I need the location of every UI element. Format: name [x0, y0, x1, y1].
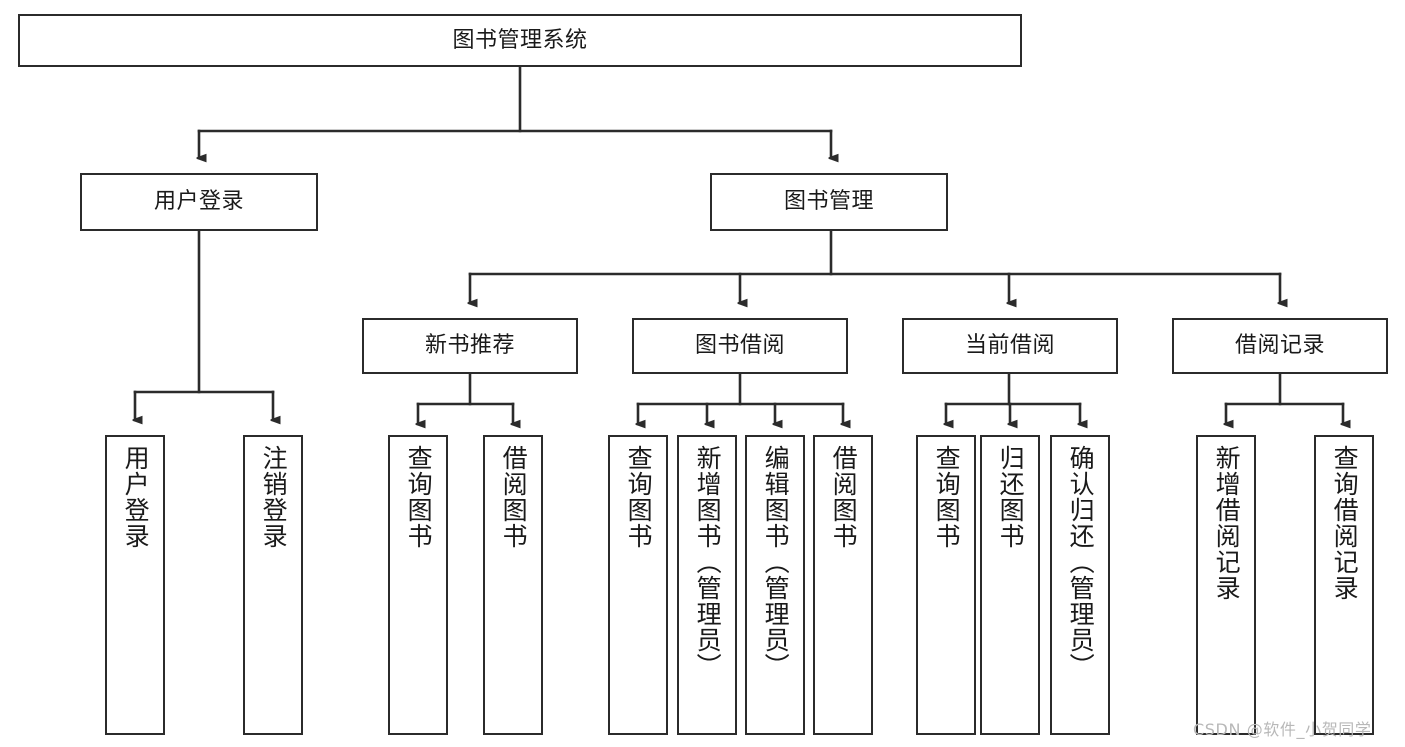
- leaf-current-query-book[interactable]: 查询图书: [916, 435, 976, 735]
- node-label: 用户登录: [153, 189, 244, 215]
- node-label: 新书推荐: [424, 333, 515, 359]
- leaf-current-confirm-return-admin[interactable]: 确认归还（管理员）: [1050, 435, 1110, 735]
- node-label: 查询借阅记录: [1330, 445, 1360, 601]
- leaf-newbook-query-book[interactable]: 查询图书: [388, 435, 448, 735]
- node-label: 新增借阅记录: [1212, 445, 1242, 601]
- node-root-system[interactable]: 图书管理系统: [18, 14, 1022, 67]
- node-label: 当前借阅: [964, 333, 1055, 359]
- node-label: 查询图书: [624, 445, 654, 549]
- node-label: 图书管理: [783, 189, 874, 215]
- node-label: 图书借阅: [694, 333, 785, 359]
- node-label: 新增图书（管理员）: [693, 445, 723, 679]
- node-user-login[interactable]: 用户登录: [80, 173, 318, 231]
- node-current-borrow[interactable]: 当前借阅: [902, 318, 1118, 374]
- node-new-book-recommend[interactable]: 新书推荐: [362, 318, 578, 374]
- node-book-borrow[interactable]: 图书借阅: [632, 318, 848, 374]
- node-label: 归还图书: [996, 445, 1026, 549]
- node-label: 图书管理系统: [452, 27, 588, 53]
- node-label: 注销登录: [259, 445, 289, 549]
- leaf-user-login[interactable]: 用户登录: [105, 435, 165, 735]
- leaf-records-add-record[interactable]: 新增借阅记录: [1196, 435, 1256, 735]
- node-label: 用户登录: [121, 445, 151, 549]
- leaf-newbook-borrow-book[interactable]: 借阅图书: [483, 435, 543, 735]
- leaf-borrow-edit-book-admin[interactable]: 编辑图书（管理员）: [745, 435, 805, 735]
- node-label: 借阅图书: [829, 445, 859, 549]
- node-book-management[interactable]: 图书管理: [710, 173, 948, 231]
- leaf-borrow-query-book[interactable]: 查询图书: [608, 435, 668, 735]
- leaf-borrow-add-book-admin[interactable]: 新增图书（管理员）: [677, 435, 737, 735]
- leaf-current-return-book[interactable]: 归还图书: [980, 435, 1040, 735]
- node-label: 借阅记录: [1234, 333, 1325, 359]
- leaf-records-query-record[interactable]: 查询借阅记录: [1314, 435, 1374, 735]
- node-label: 借阅图书: [499, 445, 529, 549]
- node-label: 确认归还（管理员）: [1066, 445, 1096, 679]
- node-label: 编辑图书（管理员）: [761, 445, 791, 679]
- leaf-borrow-lend-book[interactable]: 借阅图书: [813, 435, 873, 735]
- leaf-user-logout[interactable]: 注销登录: [243, 435, 303, 735]
- node-label: 查询图书: [404, 445, 434, 549]
- node-label: 查询图书: [932, 445, 962, 549]
- node-borrow-records[interactable]: 借阅记录: [1172, 318, 1388, 374]
